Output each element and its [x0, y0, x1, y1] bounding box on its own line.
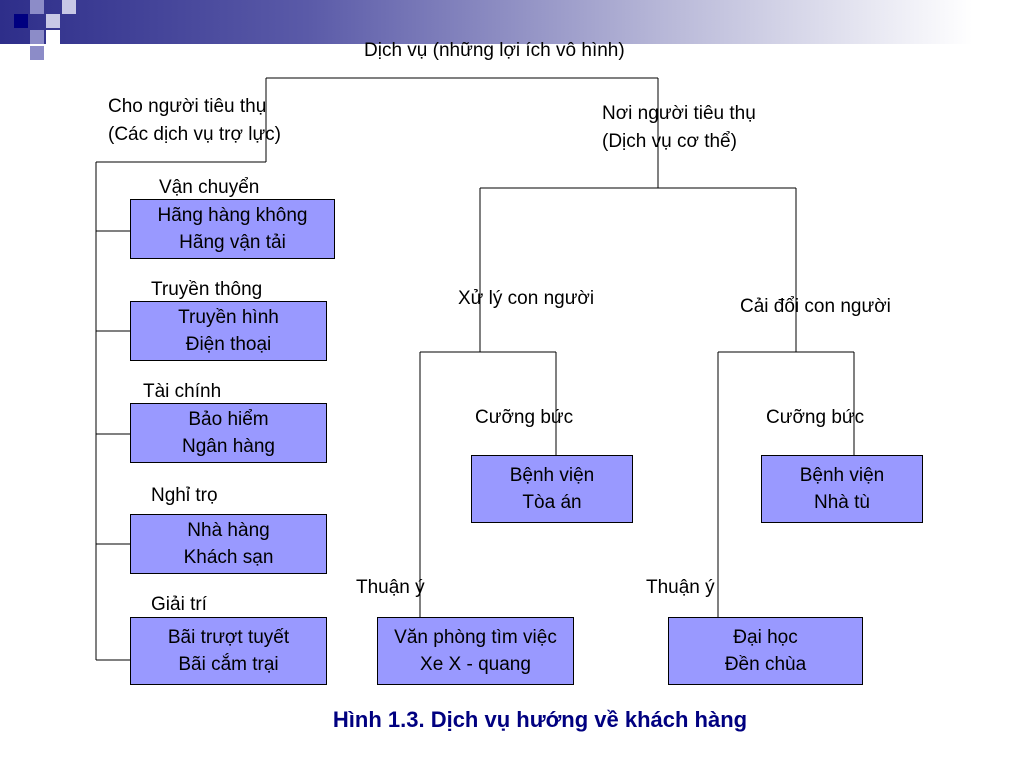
left-branch-title: Cho người tiêu thụ	[108, 96, 267, 117]
processing-voluntary-label: Thuận ý	[356, 577, 425, 598]
group-label-communication: Truyền thông	[151, 279, 263, 300]
processing-label: Xử lý con người	[458, 288, 595, 309]
box-finance: Bảo hiểm Ngân hàng	[130, 403, 327, 463]
figure-caption: Hình 1.3. Dịch vụ hướng về khách hàng	[332, 707, 748, 732]
right-branch-title: Nơi người tiêu thụ	[602, 103, 756, 124]
box-changing-coercive: Bệnh viện Nhà tù	[761, 455, 923, 523]
decor-square	[14, 14, 28, 28]
box-line: Đại học	[733, 627, 798, 648]
box-changing-voluntary: Đại học Đền chùa	[668, 617, 863, 685]
box-transport: Hãng hàng không Hãng vận tải	[130, 199, 335, 259]
processing-coercive-label: Cưỡng bức	[475, 407, 574, 428]
root-label: Dịch vụ (những lợi ích vô hình)	[364, 40, 625, 61]
box-line: Đền chùa	[724, 654, 807, 675]
box-line: Văn phòng tìm việc	[394, 627, 557, 648]
changing-label: Cải đổi con người	[740, 296, 891, 317]
box-line: Tòa án	[522, 492, 582, 513]
box-line: Hãng vận tải	[179, 232, 286, 253]
box-line: Nhà hàng	[187, 520, 270, 541]
box-line: Truyền hình	[178, 307, 279, 328]
group-label-lodging: Nghỉ trọ	[151, 485, 218, 506]
group-label-finance: Tài chính	[143, 381, 222, 402]
header-gradient-banner	[0, 0, 1024, 44]
left-branch-subtitle: (Các dịch vụ trợ lực)	[108, 124, 281, 145]
box-communication: Truyền hình Điện thoại	[130, 301, 327, 361]
changing-coercive-label: Cưỡng bức	[766, 407, 865, 428]
box-line: Điện thoại	[185, 334, 272, 355]
right-branch-subtitle: (Dịch vụ cơ thể)	[602, 131, 737, 152]
box-line: Hãng hàng không	[157, 205, 308, 226]
box-entertainment: Bãi trượt tuyết Bãi cắm trại	[130, 617, 327, 685]
box-line: Nhà tù	[814, 492, 870, 513]
decor-square	[30, 0, 44, 14]
box-line: Bãi cắm trại	[178, 654, 279, 675]
decor-square	[30, 30, 44, 44]
decor-square	[62, 0, 76, 14]
decor-square	[30, 46, 44, 60]
group-label-entertainment: Giải trí	[151, 594, 207, 615]
group-label-transport: Vận chuyển	[159, 177, 260, 198]
box-line: Bệnh viện	[799, 465, 885, 486]
box-line: Xe X - quang	[420, 654, 531, 675]
box-line: Ngân hàng	[182, 436, 275, 457]
box-processing-voluntary: Văn phòng tìm việc Xe X - quang	[377, 617, 574, 685]
box-lodging: Nhà hàng Khách sạn	[130, 514, 327, 574]
box-line: Bãi trượt tuyết	[167, 627, 290, 648]
box-line: Bảo hiểm	[188, 409, 269, 430]
decor-square	[46, 30, 60, 44]
box-processing-coercive: Bệnh viện Tòa án	[471, 455, 633, 523]
box-line: Khách sạn	[183, 547, 274, 568]
decor-square	[46, 14, 60, 28]
changing-voluntary-label: Thuận ý	[646, 577, 715, 598]
box-line: Bệnh viện	[509, 465, 595, 486]
